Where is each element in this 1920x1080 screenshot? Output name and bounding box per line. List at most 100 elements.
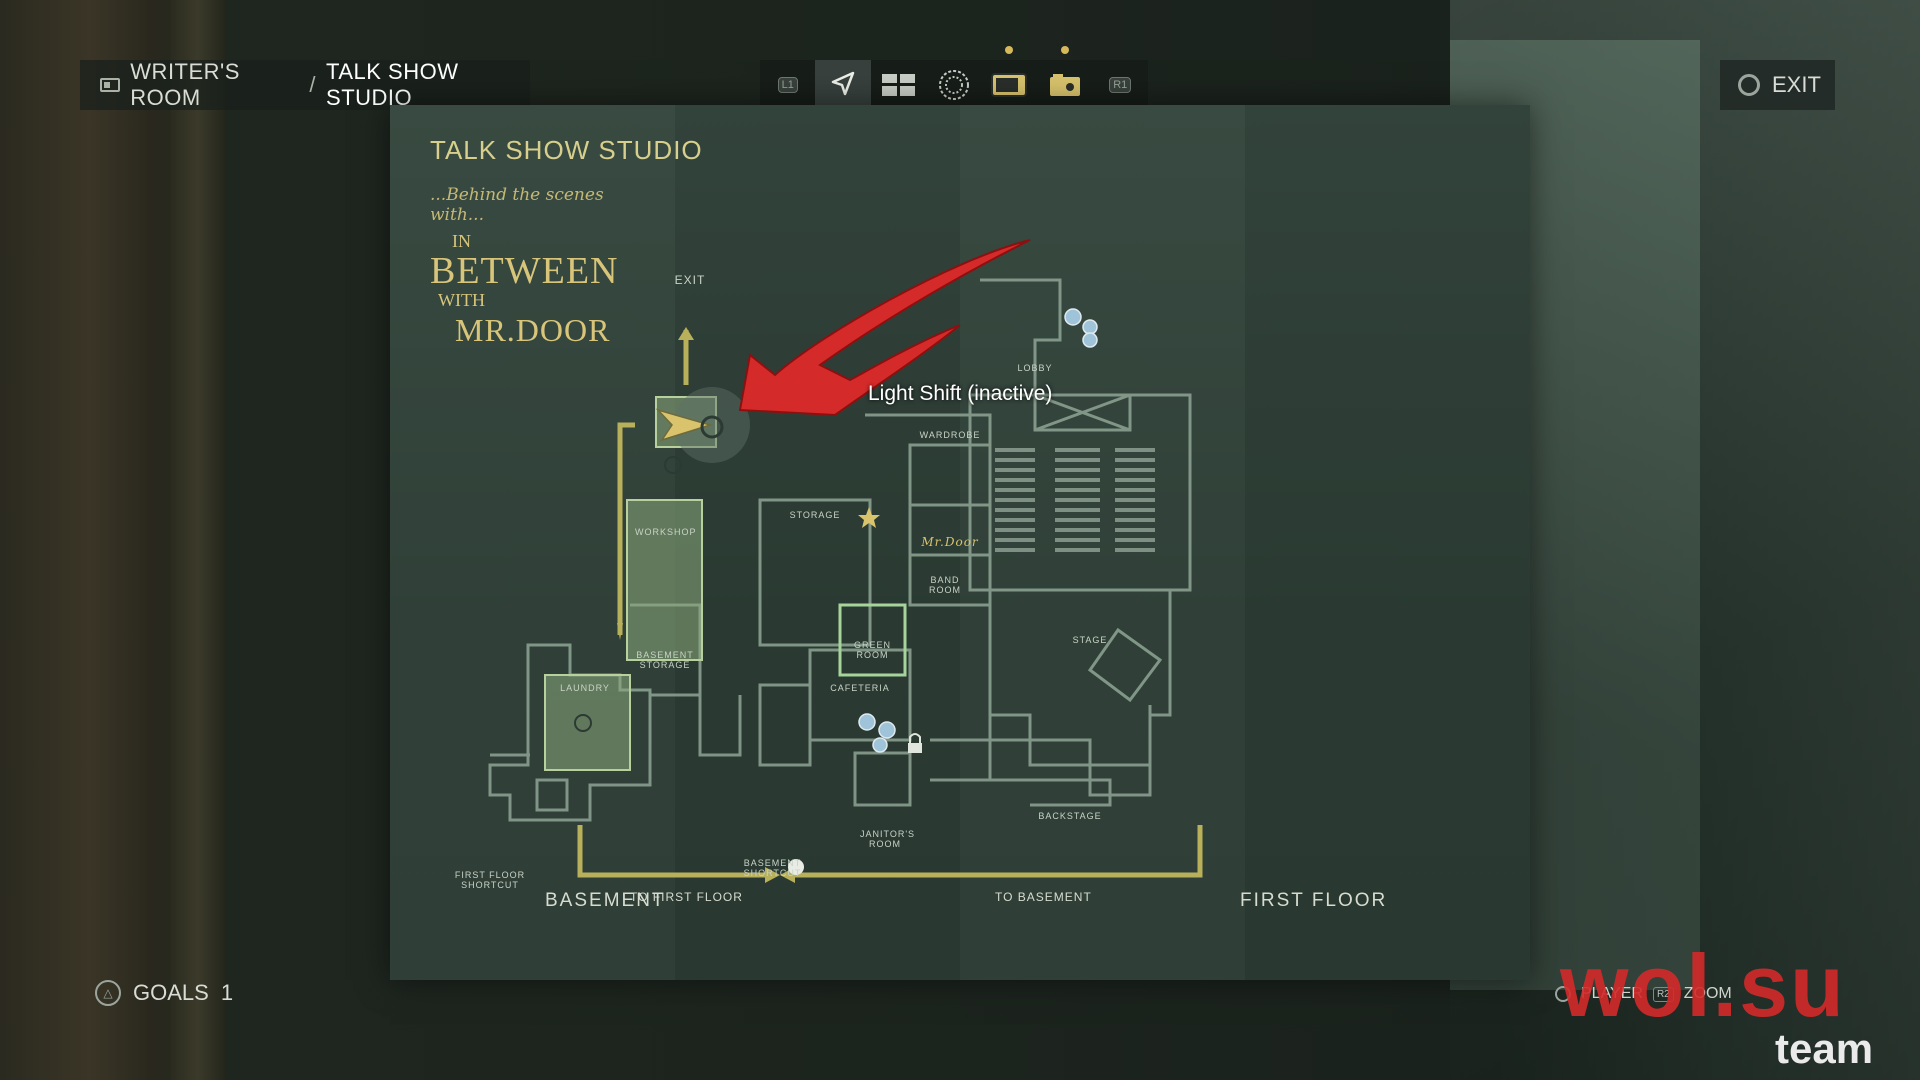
workshop-highlight: [626, 499, 703, 661]
triangle-button-icon: △: [95, 980, 121, 1006]
breadcrumb-current: TALK SHOW STUDIO: [326, 59, 459, 110]
navigate-arrow-icon: [831, 71, 855, 95]
goals-label: GOALS: [133, 980, 209, 1005]
camera-icon: [1049, 74, 1080, 96]
room-label-cafeteria: CAFETERIA: [830, 683, 890, 693]
map-title: TALK SHOW STUDIO: [430, 135, 703, 165]
logo-line-3: WITH: [438, 290, 485, 310]
light-shift-inactive-icon: [700, 415, 724, 439]
tab-mind-place[interactable]: [926, 60, 981, 110]
tab-camera[interactable]: [1037, 46, 1092, 110]
speech-bubble-icon: [788, 859, 804, 875]
door-sign: Mr.Door: [921, 535, 979, 549]
light-shift-icon: [664, 456, 682, 474]
floor-label-first-floor: FIRST FLOOR: [1240, 890, 1388, 911]
room-label-lobby: LOBBY: [1017, 363, 1053, 373]
seating-left: [995, 448, 1035, 552]
basement-corridor: [698, 695, 742, 757]
basement-shortcut-label: BASEMENT SHORTCUT: [743, 858, 802, 878]
room-label-storage: STORAGE: [789, 510, 841, 520]
route-to-basement: [790, 825, 1203, 878]
watermark-logo: wol.su: [1560, 936, 1846, 1035]
auditorium-cross: [1034, 393, 1131, 432]
tv-icon: [991, 73, 1028, 97]
nav-to-first-floor: TO FIRST FLOOR: [630, 890, 743, 904]
tab-bar: L1 R1: [760, 46, 1148, 110]
logo-line-2: BETWEEN: [430, 250, 619, 292]
arrow-right-icon: [765, 867, 780, 883]
logo-line-1: IN: [452, 231, 471, 251]
room-label-green-room: GREEN ROOM: [853, 640, 891, 660]
seating-right: [1115, 448, 1155, 552]
arrow-down-icon: [617, 623, 623, 640]
logo-tagline: ...Behind the scenes with...: [430, 185, 604, 225]
room-label-wardrobe: WARDROBE: [919, 430, 981, 440]
lobby-walls: [980, 278, 1062, 395]
goals-button[interactable]: △ GOALS 1: [95, 980, 233, 1006]
tab-case-board[interactable]: [871, 60, 926, 110]
map-icon: [100, 78, 121, 92]
floor-label-basement: BASEMENT: [545, 890, 666, 911]
tab-prev-shoulder[interactable]: L1: [760, 60, 815, 110]
l1-button-icon: L1: [777, 77, 798, 93]
basement-route: [617, 422, 635, 635]
map-poster: TALK SHOW STUDIO ...Behind the scenes wi…: [390, 105, 1530, 980]
green-room-highlight: [838, 603, 907, 677]
circle-button-icon: [1738, 74, 1760, 96]
collectible-icon: [1082, 332, 1098, 348]
room-label-stage: STAGE: [1072, 635, 1108, 645]
map-tooltip: Light Shift (inactive): [868, 382, 1053, 405]
collectible-icon: [1064, 308, 1082, 326]
tab-next-shoulder[interactable]: R1: [1093, 60, 1148, 110]
map-controls: PLAYER R2 ZOOM: [1555, 985, 1732, 1003]
backstage-walls: [990, 778, 1112, 807]
room-label-laundry: LAUNDRY: [560, 683, 610, 693]
zoom-label[interactable]: ZOOM: [1683, 985, 1732, 1002]
first-floor-shortcut-label: FIRST FLOOR SHORTCUT: [454, 870, 526, 890]
lock-icon: [908, 743, 922, 753]
room-label-janitors-room: JANITOR'S ROOM: [860, 829, 916, 849]
room-label-basement-storage: BASEMENT STORAGE: [636, 650, 694, 670]
stage-area: [988, 590, 1172, 767]
tab-navigation[interactable]: [815, 60, 871, 110]
notification-dot: [1005, 46, 1014, 54]
floor-plan: [488, 239, 1203, 883]
logo-line-4: MR.DOOR: [455, 312, 611, 348]
stick-button-icon: [1555, 986, 1571, 1002]
exit-button[interactable]: EXIT: [1720, 60, 1835, 110]
janitors-room: [853, 751, 912, 807]
breadcrumb-parent[interactable]: WRITER'S ROOM: [130, 59, 240, 110]
mind-place-icon: [938, 70, 969, 100]
exit-label: EXIT: [674, 273, 706, 287]
star-icon: [858, 507, 880, 528]
tab-tv[interactable]: [982, 46, 1037, 110]
auditorium: [968, 393, 1192, 592]
light-shift-icon: [574, 714, 592, 732]
notification-dot: [1060, 46, 1069, 54]
breadcrumb: WRITER'S ROOM / TALK SHOW STUDIO: [80, 59, 530, 110]
room-label-band-room: BAND ROOM: [929, 575, 961, 595]
exit-arrow-icon: [678, 327, 694, 340]
show-logo: ...Behind the scenes with... IN BETWEEN …: [430, 185, 630, 348]
room-label-backstage: BACKSTAGE: [1038, 811, 1102, 821]
storage-room: [758, 498, 872, 647]
collectible-icon: [878, 721, 896, 739]
collectible-icon: [858, 713, 876, 731]
wooden-post: [170, 0, 225, 1080]
exit-label: EXIT: [1772, 72, 1821, 97]
r1-button-icon: R1: [1109, 77, 1132, 93]
shortcut-box: [535, 778, 569, 812]
route-to-first-floor: [577, 825, 770, 878]
goals-count: 1: [220, 980, 234, 1005]
stage-platform: [1087, 627, 1163, 703]
red-arrow-annotation: [738, 239, 1031, 417]
room-label-workshop: WORKSHOP: [635, 527, 697, 537]
side-room: [758, 683, 812, 767]
nav-to-basement: TO BASEMENT: [995, 890, 1092, 904]
seating-center: [1055, 448, 1100, 552]
wardrobe-room: [908, 443, 992, 507]
r2-button-icon: R2: [1652, 986, 1674, 1002]
player-label[interactable]: PLAYER: [1581, 985, 1643, 1002]
watermark-sub: team: [1775, 1025, 1874, 1072]
case-board-icon: [881, 74, 915, 96]
